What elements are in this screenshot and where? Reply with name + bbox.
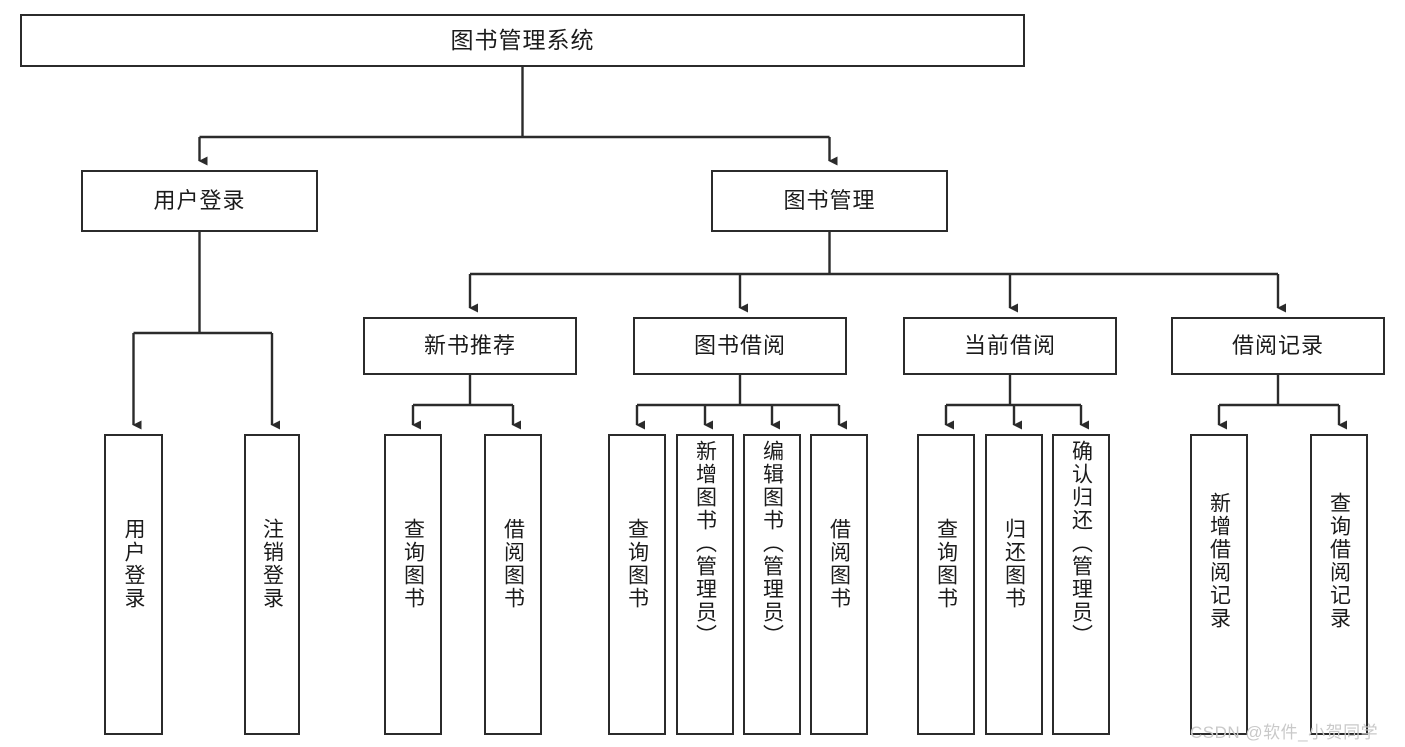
node-records[interactable]: 借阅记录 bbox=[1171, 317, 1385, 375]
node-label: 查询图书 bbox=[401, 518, 425, 610]
node-label: 用户登录 bbox=[122, 518, 145, 610]
node-leaf-user-login[interactable]: 用户登录 bbox=[104, 434, 163, 735]
node-leaf-user-logout[interactable]: 注销登录 bbox=[244, 434, 300, 735]
node-leaf-bk-add[interactable]: 新增图书（管理员） bbox=[676, 434, 734, 735]
node-label: 用户登录 bbox=[153, 188, 246, 214]
node-label: 确认归还（管理员） bbox=[1069, 440, 1093, 647]
node-leaf-cb-return[interactable]: 归还图书 bbox=[985, 434, 1043, 735]
node-leaf-rc-add[interactable]: 新增借阅记录 bbox=[1190, 434, 1248, 735]
node-leaf-nb-borrow[interactable]: 借阅图书 bbox=[484, 434, 542, 735]
node-label: 新增图书（管理员） bbox=[693, 440, 717, 647]
node-root[interactable]: 图书管理系统 bbox=[20, 14, 1025, 67]
node-label: 查询图书 bbox=[625, 518, 649, 610]
node-label: 图书管理 bbox=[783, 188, 876, 214]
node-leaf-nb-query[interactable]: 查询图书 bbox=[384, 434, 442, 735]
node-leaf-bk-query[interactable]: 查询图书 bbox=[608, 434, 666, 735]
node-label: 编辑图书（管理员） bbox=[760, 440, 784, 647]
node-label: 查询图书 bbox=[934, 518, 958, 610]
node-label: 图书管理系统 bbox=[450, 26, 595, 53]
node-label: 图书借阅 bbox=[693, 333, 786, 359]
node-bookmgmt[interactable]: 图书管理 bbox=[711, 170, 948, 232]
node-label: 注销登录 bbox=[260, 518, 284, 610]
node-label: 当前借阅 bbox=[963, 333, 1056, 359]
node-leaf-bk-borrow[interactable]: 借阅图书 bbox=[810, 434, 868, 735]
node-label: 归还图书 bbox=[1002, 518, 1026, 610]
node-leaf-bk-edit[interactable]: 编辑图书（管理员） bbox=[743, 434, 801, 735]
node-label: 新书推荐 bbox=[423, 333, 516, 359]
node-current[interactable]: 当前借阅 bbox=[903, 317, 1117, 375]
node-label: 查询借阅记录 bbox=[1327, 492, 1351, 630]
node-label: 借阅图书 bbox=[501, 518, 525, 610]
node-borrow[interactable]: 图书借阅 bbox=[633, 317, 847, 375]
node-login[interactable]: 用户登录 bbox=[81, 170, 318, 232]
node-label: 借阅图书 bbox=[827, 518, 851, 610]
node-label: 新增借阅记录 bbox=[1207, 492, 1231, 630]
node-leaf-cb-confirm[interactable]: 确认归还（管理员） bbox=[1052, 434, 1110, 735]
node-leaf-rc-query[interactable]: 查询借阅记录 bbox=[1310, 434, 1368, 735]
node-leaf-cb-query[interactable]: 查询图书 bbox=[917, 434, 975, 735]
node-label: 借阅记录 bbox=[1231, 333, 1324, 359]
watermark: CSDN @软件_小贺同学 bbox=[1190, 723, 1379, 742]
node-newbook[interactable]: 新书推荐 bbox=[363, 317, 577, 375]
